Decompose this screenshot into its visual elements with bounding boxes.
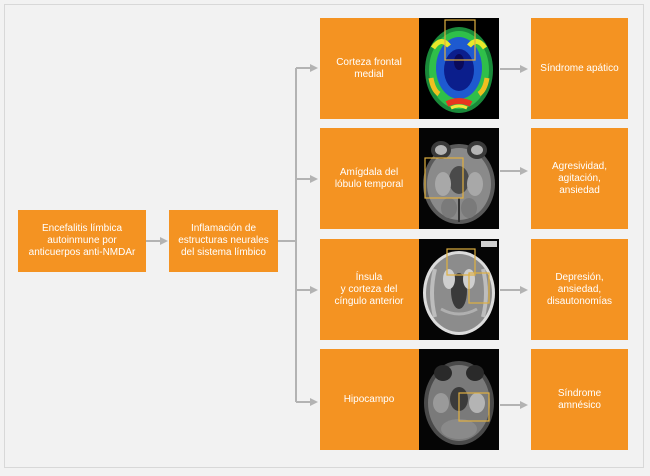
outcome-node-4: Síndrome amnésico <box>531 349 628 450</box>
region-node-1: Corteza frontal medial <box>320 18 418 119</box>
mri-insula-icon <box>418 239 499 340</box>
outcome-node-1: Síndrome apático <box>531 18 628 119</box>
mri-hippocampus-icon <box>418 349 499 450</box>
region-label: Corteza frontal medial <box>336 56 402 80</box>
outcome-label: Síndrome apático <box>540 62 619 74</box>
outcome-node-3: Depresión, ansiedad, disautonomías <box>531 239 628 340</box>
region-node-3: Ínsula y corteza del cíngulo anterior <box>320 239 418 340</box>
outcome-label: Depresión, ansiedad, disautonomías <box>546 271 613 307</box>
source-node: Encefalitis límbica autoinmune por antic… <box>18 210 146 272</box>
region-label: Hipocampo <box>343 393 395 405</box>
mri-temporal-icon <box>418 128 499 229</box>
mechanism-label: Inflamación de estructuras neurales del … <box>178 223 269 258</box>
mechanism-node: Inflamación de estructuras neurales del … <box>169 210 278 272</box>
pet-scan-icon <box>418 18 499 119</box>
outcome-node-2: Agresividad, agitación, ansiedad <box>531 128 628 229</box>
region-node-4: Hipocampo <box>320 349 418 450</box>
outcome-label: Síndrome amnésico <box>557 387 602 411</box>
region-label: Amígdala del lóbulo temporal <box>334 166 404 190</box>
region-label: Ínsula y corteza del cíngulo anterior <box>334 271 404 307</box>
source-label: Encefalitis límbica autoinmune por antic… <box>28 223 136 258</box>
region-node-2: Amígdala del lóbulo temporal <box>320 128 418 229</box>
outcome-label: Agresividad, agitación, ansiedad <box>551 160 608 196</box>
